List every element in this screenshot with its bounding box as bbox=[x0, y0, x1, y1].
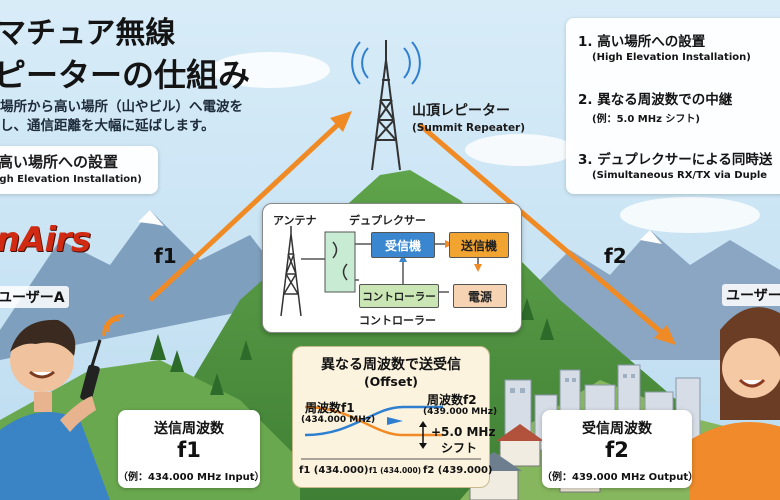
offset-shift: +5.0 MHz bbox=[431, 425, 496, 439]
rx-title: 受信周波数 bbox=[582, 421, 652, 437]
step-2-subtitle: (例：5.0 MHz シフト) bbox=[592, 114, 700, 125]
description-line-2: し、通信距離を大幅に延ばします。 bbox=[0, 118, 215, 134]
tx-example: （例：434.000 MHz Input） bbox=[118, 472, 265, 483]
offset-f1-value: (434.000 MHz) bbox=[301, 415, 376, 425]
step-1-subtitle: (High Elevation Installation) bbox=[592, 52, 751, 63]
step-2-title: 2. 異なる周波数での中継 bbox=[578, 92, 733, 108]
f1-label: f1 bbox=[154, 244, 177, 268]
step-3-title: 3. デュプレクサーによる同時送 bbox=[578, 152, 773, 168]
title-line-2: ピーターの仕組み bbox=[0, 56, 251, 94]
controller-caption: コントローラー bbox=[359, 314, 436, 327]
repeater-title: 山頂レピーター bbox=[412, 103, 510, 119]
offset-curves bbox=[301, 405, 481, 460]
user-a-figure bbox=[0, 319, 110, 500]
offset-shift-label: シフト bbox=[441, 441, 478, 455]
elevation-tag-title: 高い場所への設置 bbox=[0, 153, 119, 171]
rx-value: f2 bbox=[605, 438, 629, 462]
tx-title: 送信周波数 bbox=[154, 421, 224, 437]
offset-subtitle: (Offset) bbox=[363, 374, 419, 389]
repeater-label: 山頂レピーター (Summit Repeater) bbox=[412, 100, 525, 134]
f2-label: f2 bbox=[604, 244, 627, 268]
offset-f2-label: 周波数f2 bbox=[427, 393, 477, 407]
step-3-subtitle: (Simultaneous RX/TX via Duple bbox=[592, 170, 768, 181]
antenna-label: アンテナ bbox=[273, 214, 317, 227]
description-line-1: 場所から高い場所（山やビル）へ電波を bbox=[0, 99, 243, 115]
step-1-title: 1. 高い場所への設置 bbox=[578, 34, 706, 50]
offset-axis-f1: f1 (434.000) bbox=[299, 465, 369, 476]
repeater-subtitle: (Summit Repeater) bbox=[412, 122, 526, 134]
brand-logo: nAirs bbox=[0, 220, 91, 260]
controller-block: コントローラー bbox=[359, 284, 439, 308]
power-block: 電源 bbox=[453, 284, 507, 308]
rx-example: （例：439.000 MHz Output） bbox=[542, 472, 699, 483]
duplexer-label: デュプレクサー bbox=[349, 214, 426, 227]
offset-axis-mid: f1 (434.000) bbox=[369, 466, 422, 475]
title-line-1: マチュア無線 bbox=[0, 16, 176, 51]
tx-frequency-box: 送信周波数 f1 （例：434.000 MHz Input） bbox=[118, 410, 265, 488]
user-b-label: ユーザー bbox=[722, 284, 780, 306]
steps-list: 1. 高い場所への設置 (High Elevation Installation… bbox=[566, 18, 780, 194]
offset-f1-label: 周波数f1 bbox=[305, 401, 355, 415]
offset-title: 異なる周波数で送受信 bbox=[321, 357, 461, 373]
offset-panel: 異なる周波数で送受信 (Offset) 周波数f1 (434.000 MHz) … bbox=[292, 346, 497, 488]
offset-axis-f2: f2 (439.000) bbox=[423, 465, 493, 476]
tx-value: f1 bbox=[177, 438, 201, 462]
receiver-block: 受信機 bbox=[371, 232, 435, 258]
elevation-tag: 高い場所への設置 igh Elevation Installation) bbox=[0, 146, 158, 194]
offset-f2-value: (439.000 MHz) bbox=[423, 407, 498, 417]
block-diagram-panel: アンテナ デュプレクサー 受信機 送信機 コントローラー 電源 コントローラー bbox=[262, 203, 522, 333]
user-b-figure bbox=[690, 307, 780, 500]
user-a-label: ユーザーA bbox=[0, 286, 69, 308]
elevation-tag-subtitle: igh Elevation Installation) bbox=[0, 174, 142, 185]
block-diagram-wiring bbox=[280, 226, 482, 317]
transmitter-block: 送信機 bbox=[449, 232, 509, 258]
description: 場所から高い場所（山やビル）へ電波を し、通信距離を大幅に延ばします。 bbox=[0, 98, 243, 136]
rx-frequency-box: 受信周波数 f2 （例：439.000 MHz Output） bbox=[542, 410, 699, 488]
